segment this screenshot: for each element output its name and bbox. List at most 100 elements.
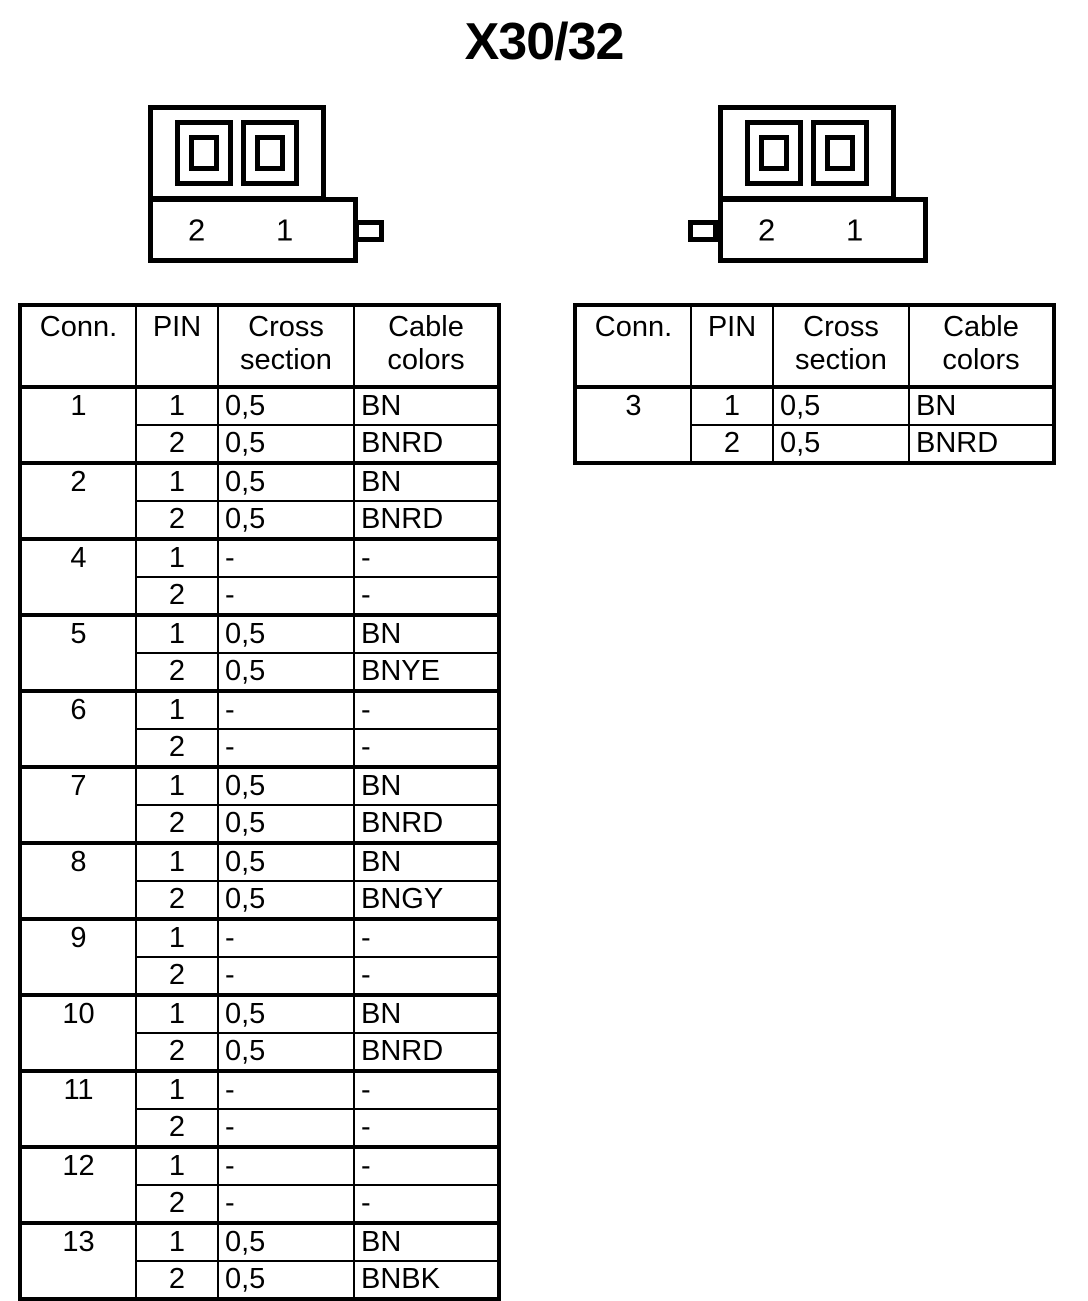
cell-cross-section: 0,5 (217, 500, 355, 541)
cell-connector-number: 2 (18, 461, 137, 541)
cell-cable-color: - (353, 537, 501, 578)
cell-pin-number: 2 (135, 1032, 219, 1073)
cell-cable-color: BN (908, 385, 1056, 426)
column-header-cable-colors-line2: colors (387, 344, 465, 376)
cell-pin-number: 1 (135, 993, 219, 1034)
cell-pin-number: 1 (135, 765, 219, 806)
pin-square-icon (175, 120, 233, 186)
cell-cross-section: 0,5 (217, 804, 355, 845)
cell-cable-color: - (353, 728, 501, 769)
cell-cable-color: BN (353, 1221, 501, 1262)
column-header-conn: Conn. (573, 303, 692, 389)
cell-cable-color: BNRD (353, 804, 501, 845)
cell-cross-section: 0,5 (217, 841, 355, 882)
pin-square-inner-icon (255, 135, 285, 171)
cell-cable-color: - (353, 1108, 501, 1149)
cell-pin-number: 2 (135, 424, 219, 465)
cell-cross-section: 0,5 (217, 1221, 355, 1262)
cell-cable-color: - (353, 1145, 501, 1186)
column-header-cable-colors: Cable colors (908, 303, 1056, 389)
table-row: 2-- (20, 728, 501, 769)
table-header-row: Conn. PIN Cross section Cable colors (573, 303, 1056, 389)
cell-connector-number: 13 (18, 1221, 137, 1301)
cell-pin-number: 1 (690, 385, 774, 426)
cell-cross-section: - (217, 1108, 355, 1149)
cell-pin-number: 1 (135, 841, 219, 882)
pin-number-label: 2 (188, 212, 206, 248)
pin-square-inner-icon (759, 135, 789, 171)
pin-square-icon (745, 120, 803, 186)
table-row: 2-- (20, 1108, 501, 1149)
column-header-pin: PIN (690, 303, 774, 389)
cell-pin-number: 1 (135, 385, 219, 426)
column-header-cross-section-line1: Cross (248, 311, 324, 343)
column-header-cable-colors-line1: Cable (943, 311, 1019, 343)
page-title: X30/32 (464, 13, 625, 71)
cell-connector-number: 4 (18, 537, 137, 617)
cell-cable-color: BNRD (908, 424, 1056, 465)
cell-cable-color: BN (353, 765, 501, 806)
pin-number-label: 2 (758, 212, 776, 248)
connector-body: 2 1 (148, 197, 358, 263)
cell-cross-section: 0,5 (217, 765, 355, 806)
cell-connector-number: 5 (18, 613, 137, 693)
cell-pin-number: 1 (135, 461, 219, 502)
cell-connector-number: 11 (18, 1069, 137, 1149)
cell-cross-section: 0,5 (217, 1260, 355, 1301)
column-header-cross-section-line2: section (795, 344, 887, 376)
connector-latch-tab-icon (354, 220, 384, 242)
cell-pin-number: 2 (135, 652, 219, 693)
cell-cross-section: - (217, 576, 355, 617)
cell-cross-section: - (217, 1069, 355, 1110)
cell-cross-section: 0,5 (217, 613, 355, 654)
cell-cross-section: - (217, 689, 355, 730)
cell-pin-number: 1 (135, 613, 219, 654)
cell-connector-number: 7 (18, 765, 137, 845)
cell-cross-section: 0,5 (217, 652, 355, 693)
table-row: 2-- (20, 576, 501, 617)
column-header-pin: PIN (135, 303, 219, 389)
cell-cross-section: - (217, 1184, 355, 1225)
connector-symbol-right: 2 1 (688, 105, 948, 275)
cell-connector-number: 10 (18, 993, 137, 1073)
table-row: 2-- (20, 1184, 501, 1225)
cell-cross-section: - (217, 1145, 355, 1186)
cell-connector-number: 3 (573, 385, 692, 465)
cell-cable-color: BNRD (353, 1032, 501, 1073)
pin-number-label: 1 (276, 212, 294, 248)
cell-connector-number: 8 (18, 841, 137, 921)
cell-cable-color: BNBK (353, 1260, 501, 1301)
cell-connector-number: 12 (18, 1145, 137, 1225)
cell-cross-section: 0,5 (217, 461, 355, 502)
cell-cable-color: BN (353, 841, 501, 882)
cell-cross-section: 0,5 (217, 424, 355, 465)
cell-pin-number: 2 (135, 880, 219, 921)
connector-pin-housing (148, 105, 326, 201)
cell-cross-section: - (217, 728, 355, 769)
cell-pin-number: 2 (135, 728, 219, 769)
pin-square-icon (811, 120, 869, 186)
cell-cable-color: BN (353, 461, 501, 502)
column-header-cross-section-line1: Cross (803, 311, 879, 343)
cell-pin-number: 1 (135, 689, 219, 730)
cell-cross-section: 0,5 (217, 385, 355, 426)
pin-number-label: 1 (846, 212, 864, 248)
cell-cross-section: 0,5 (217, 880, 355, 921)
cell-pin-number: 2 (135, 1184, 219, 1225)
connector-latch-tab-icon (688, 220, 718, 242)
cell-cable-color: BN (353, 993, 501, 1034)
